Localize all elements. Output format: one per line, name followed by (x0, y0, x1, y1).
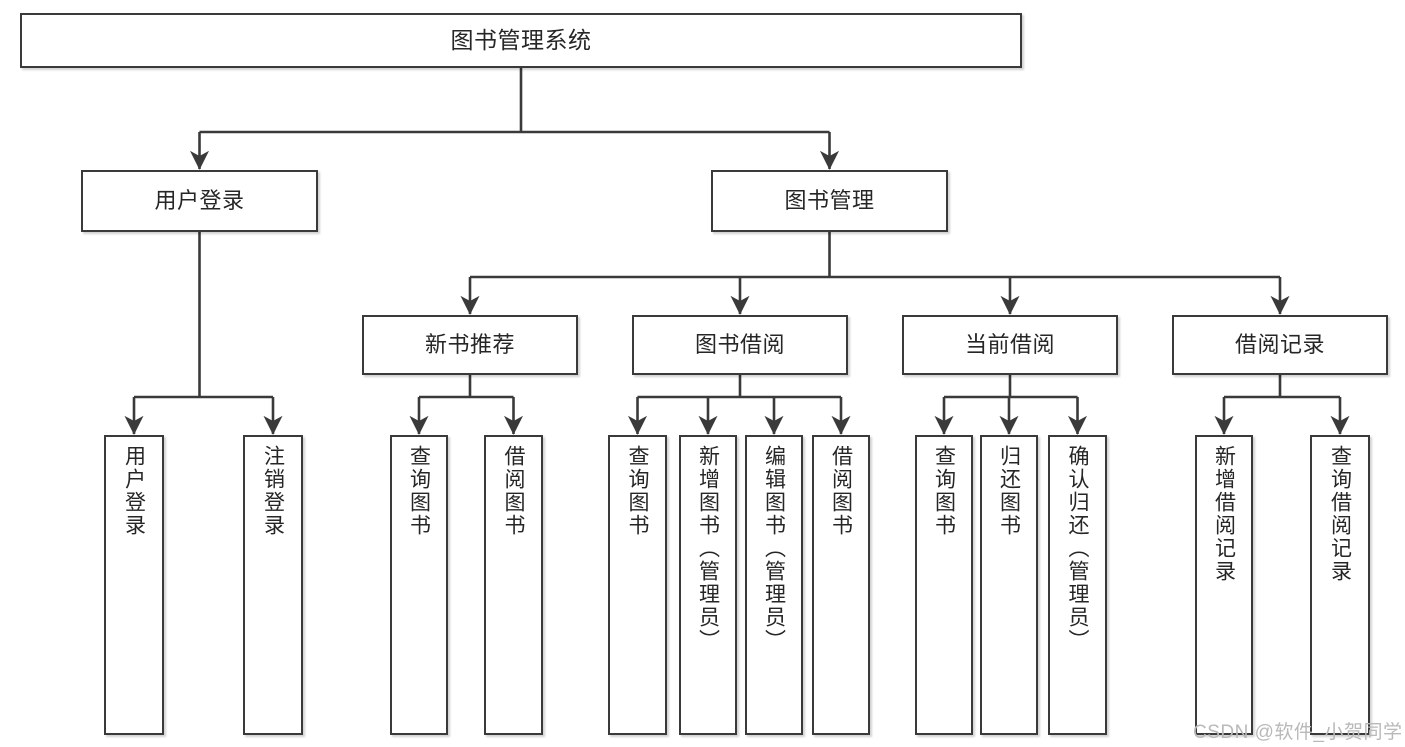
node-label: 借阅记录 (1234, 332, 1325, 358)
node-label: 新增图书（管理员） (696, 445, 720, 652)
node-label: 图书管理系统 (450, 26, 592, 53)
node-leaf-user-logout[interactable]: 注销登录 (243, 435, 303, 735)
node-borrow-record[interactable]: 借阅记录 (1172, 315, 1388, 375)
node-label: 图书借阅 (694, 332, 785, 358)
node-label: 注销登录 (261, 445, 285, 537)
node-leaf-confirm-return[interactable]: 确认归还（管理员） (1048, 435, 1107, 735)
node-label: 查询图书 (626, 445, 649, 537)
node-leaf-query-book-3[interactable]: 查询图书 (915, 435, 973, 735)
node-label: 查询图书 (407, 445, 431, 537)
node-label: 图书管理 (784, 188, 875, 214)
node-label: 新书推荐 (424, 332, 515, 358)
node-user-login[interactable]: 用户登录 (81, 170, 318, 232)
node-leaf-borrow-book-2[interactable]: 借阅图书 (812, 435, 870, 735)
node-book-borrow[interactable]: 图书借阅 (632, 315, 848, 375)
node-new-book-rec[interactable]: 新书推荐 (362, 315, 578, 375)
node-root[interactable]: 图书管理系统 (20, 13, 1022, 68)
node-current-borrow[interactable]: 当前借阅 (902, 315, 1118, 375)
node-leaf-query-record[interactable]: 查询借阅记录 (1310, 435, 1370, 735)
node-label: 当前借阅 (964, 332, 1055, 358)
node-leaf-add-record[interactable]: 新增借阅记录 (1195, 435, 1253, 735)
node-label: 确认归还（管理员） (1066, 445, 1089, 652)
node-label: 用户登录 (122, 445, 146, 537)
node-leaf-borrow-book-1[interactable]: 借阅图书 (484, 435, 543, 735)
node-book-mgmt[interactable]: 图书管理 (711, 170, 948, 232)
node-label: 查询借阅记录 (1328, 445, 1352, 583)
node-leaf-query-book-2[interactable]: 查询图书 (608, 435, 667, 735)
node-leaf-add-book[interactable]: 新增图书（管理员） (679, 435, 737, 735)
node-label: 归还图书 (997, 445, 1021, 537)
node-leaf-user-login[interactable]: 用户登录 (104, 435, 164, 735)
csdn-watermark: CSDN @软件_小贺同学 (1193, 722, 1403, 743)
node-label: 新增借阅记录 (1212, 445, 1236, 583)
node-label: 借阅图书 (829, 445, 853, 537)
node-leaf-query-book-1[interactable]: 查询图书 (390, 435, 448, 735)
node-label: 借阅图书 (502, 445, 525, 537)
node-leaf-return-book[interactable]: 归还图书 (980, 435, 1038, 735)
node-leaf-edit-book[interactable]: 编辑图书（管理员） (745, 435, 803, 735)
node-label: 编辑图书（管理员） (762, 445, 786, 652)
node-label: 查询图书 (932, 445, 956, 537)
node-label: 用户登录 (154, 188, 245, 214)
